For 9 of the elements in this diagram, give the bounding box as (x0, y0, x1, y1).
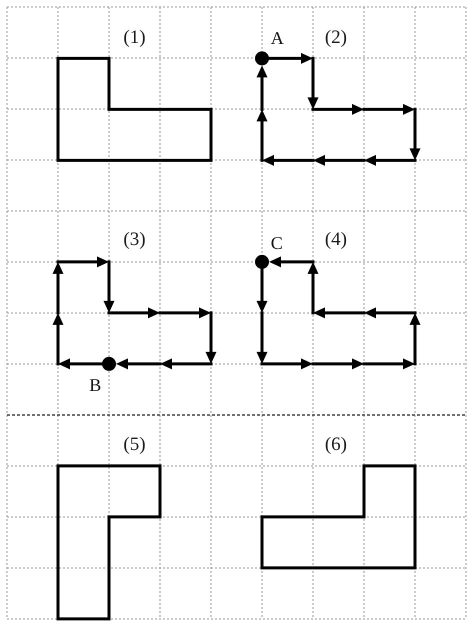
figure-number: (2) (324, 28, 348, 48)
point-label: C (270, 233, 283, 254)
point-label: A (270, 28, 284, 48)
figure-number: (6) (324, 435, 348, 456)
figure-number: (5) (123, 435, 146, 456)
figure-number: (3) (123, 230, 146, 250)
figure-number: (4) (324, 230, 348, 250)
figure-number: (1) (123, 28, 146, 48)
point-label: B (89, 374, 102, 395)
